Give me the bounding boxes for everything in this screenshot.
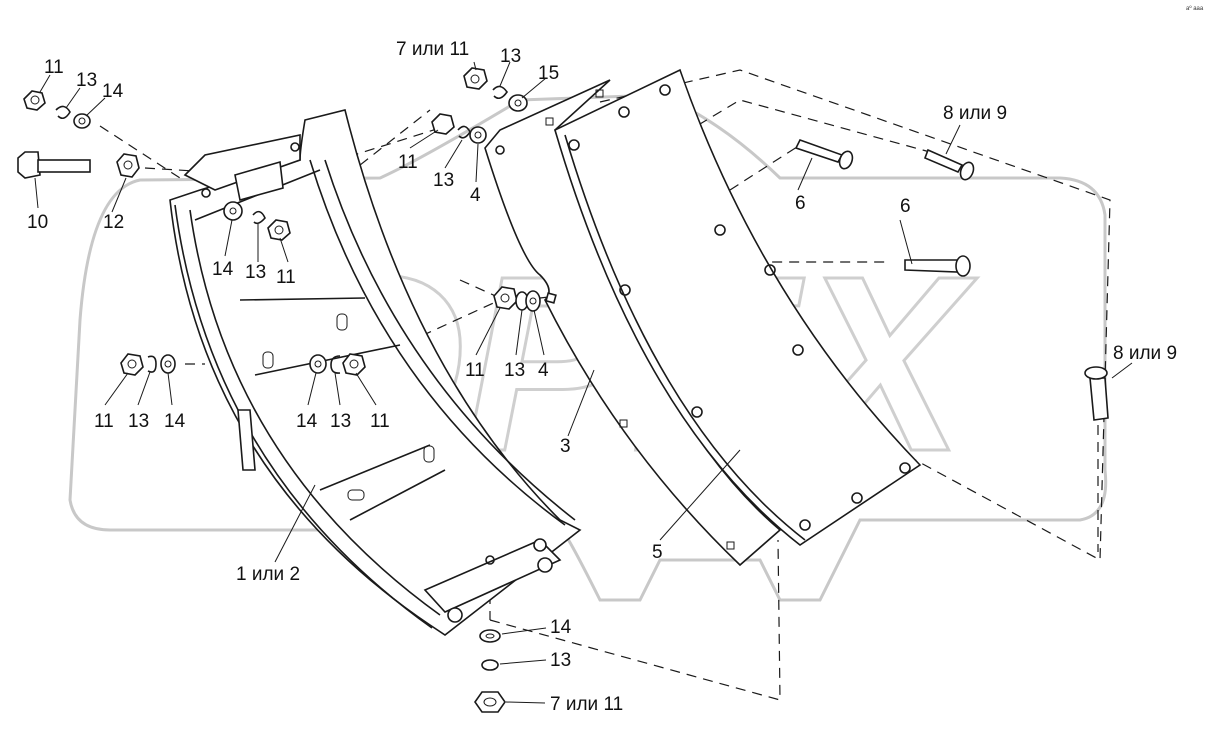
label-13: 13 — [433, 170, 454, 191]
label-7-or-11-bottom: 7 или 11 — [550, 694, 623, 715]
label-4: 4 — [538, 360, 549, 381]
label-13: 13 — [330, 411, 351, 432]
label-11: 11 — [44, 57, 64, 78]
label-6: 6 — [900, 196, 911, 217]
label-1-or-2: 1 или 2 — [236, 564, 300, 585]
label-5: 5 — [652, 542, 663, 563]
bolts-right — [794, 139, 1109, 421]
part-liner-5 — [554, 68, 922, 546]
label-10: 10 — [27, 212, 48, 233]
label-15: 15 — [538, 63, 559, 84]
label-7-or-11-top: 7 или 11 — [396, 39, 469, 60]
label-14: 14 — [164, 411, 186, 432]
label-11: 11 — [94, 411, 114, 432]
label-6: 6 — [795, 193, 806, 214]
label-14: 14 — [212, 259, 234, 280]
fasteners-top-center — [431, 67, 528, 144]
fasteners-channel-top — [223, 201, 291, 241]
label-12: 12 — [103, 212, 124, 233]
label-14: 14 — [102, 81, 124, 102]
label-11: 11 — [465, 360, 485, 381]
part-labels: 11 13 14 10 12 7 или 11 13 15 11 13 4 14… — [27, 39, 1177, 715]
label-8-or-9-right: 8 или 9 — [1113, 343, 1177, 364]
label-14-bottom: 14 — [550, 617, 572, 638]
label-4: 4 — [470, 185, 481, 206]
label-3: 3 — [560, 436, 571, 457]
label-13-top: 13 — [500, 46, 521, 67]
label-13: 13 — [128, 411, 149, 432]
label-11: 11 — [276, 267, 296, 288]
label-13: 13 — [504, 360, 525, 381]
part-channel-1-or-2 — [169, 109, 582, 636]
label-11: 11 — [398, 152, 418, 173]
fasteners-bottom — [474, 629, 506, 713]
label-11: 11 — [370, 411, 390, 432]
fasteners-middle — [493, 286, 557, 312]
label-14: 14 — [296, 411, 318, 432]
fasteners-left-middle — [120, 353, 366, 376]
fasteners-top-left — [17, 90, 140, 179]
leader-lines — [34, 61, 1133, 704]
label-13-bottom: 13 — [550, 650, 571, 671]
label-13: 13 — [76, 70, 97, 91]
label-13: 13 — [245, 262, 266, 283]
label-8-or-9-top: 8 или 9 — [943, 103, 1007, 124]
corner-mark: аº ааа — [1186, 5, 1204, 12]
